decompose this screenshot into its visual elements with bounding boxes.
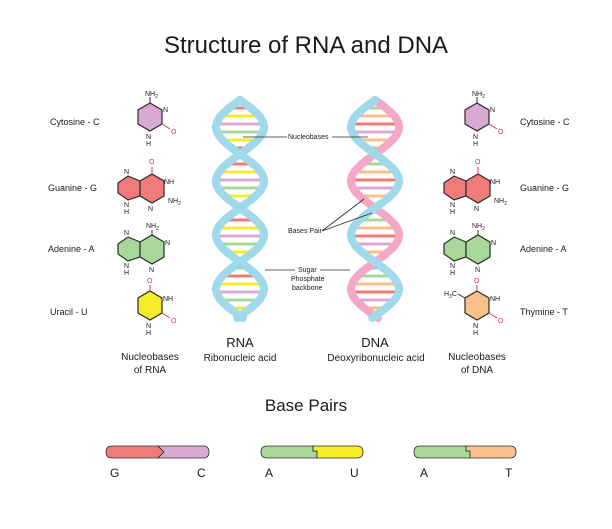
atom-n: N — [124, 169, 129, 176]
rna-nucleobases-caption: Nucleobases of RNA — [115, 351, 185, 377]
atom-nh2: NH2 — [472, 91, 485, 100]
atom-h: H — [473, 141, 478, 148]
atom-n: N — [450, 263, 455, 270]
pair-au-left-letter: A — [265, 466, 274, 480]
atom-o: O — [149, 159, 155, 166]
dna-nucleobases-line1: Nucleobases — [448, 352, 506, 363]
pair-gc-right-letter: C — [197, 466, 206, 480]
atom-n: N — [491, 240, 496, 247]
callout-base-pair: Bases Pair — [288, 228, 323, 235]
base-pair-gc — [105, 445, 210, 459]
guanine-molecule-left: O N NH N N H NH2 — [117, 159, 181, 216]
right-label-adenine: Adenine - A — [520, 244, 567, 254]
callout-nucleobases: Nucleobases — [288, 134, 329, 141]
callout-line-base-pair-2 — [321, 212, 373, 232]
atom-nh: NH — [163, 296, 173, 303]
atom-o: O — [474, 278, 480, 285]
atom-nh2: NH2 — [145, 91, 158, 100]
base-pairs-heading: Base Pairs — [264, 396, 348, 415]
atom-h: H — [124, 209, 129, 216]
left-label-guanine: Guanine - G — [48, 183, 98, 193]
atom-nh: NH — [164, 179, 174, 186]
rna-nucleobases-line2: of RNA — [133, 365, 167, 376]
rna-helix — [212, 96, 268, 322]
atom-n: N — [124, 263, 129, 270]
dna-helix — [347, 96, 403, 322]
atom-nh2: NH2 — [168, 198, 181, 207]
atom-n: N — [148, 206, 153, 213]
dna-nucleobases-caption: Nucleobases of DNA — [442, 351, 512, 377]
atom-n: N — [149, 267, 154, 274]
adenine-molecule-right: NH2 N N N N H — [443, 223, 496, 277]
base-pair-au — [260, 445, 364, 459]
dna-strand-b — [347, 96, 403, 322]
atom-h: H — [124, 270, 129, 277]
thymine-molecule-right: O NH O N H H3C — [444, 278, 504, 337]
atom-h: H — [473, 330, 478, 337]
atom-n: N — [146, 134, 151, 141]
callouts: Nucleobases Bases Pair Sugar Phosphate b… — [243, 134, 373, 292]
atom-nh2: NH2 — [472, 223, 485, 232]
atom-n: N — [146, 323, 151, 330]
rna-full-name: Ribonucleic acid — [203, 353, 277, 364]
atom-n: N — [165, 240, 170, 247]
atom-h: H — [146, 141, 151, 148]
rna-nucleobases-line1: Nucleobases — [121, 352, 179, 363]
atom-n: N — [124, 230, 129, 237]
atom-nh: NH — [490, 296, 500, 303]
atom-o: O — [498, 318, 504, 325]
callout-sugar: Sugar — [298, 267, 317, 274]
guanine-molecule-right: O N NH N N H NH2 — [443, 159, 507, 216]
dna-full-name: Deoxyribonucleic acid — [327, 353, 425, 364]
callout-backbone: backbone — [292, 285, 322, 292]
uracil-molecule-left: O NH O N H — [137, 278, 177, 337]
atom-o: O — [147, 278, 153, 285]
callout-line-base-pair-1 — [321, 198, 365, 232]
atom-n: N — [474, 206, 479, 213]
atom-n: N — [450, 230, 455, 237]
atom-nh2: NH2 — [146, 223, 159, 232]
rna-name: RNA — [226, 335, 254, 350]
atom-o: O — [171, 129, 177, 136]
cytosine-molecule-left: NH2 N O N H — [137, 91, 177, 148]
atom-n: N — [490, 107, 495, 114]
atom-nh2: NH2 — [494, 198, 507, 207]
pair-gc-left-letter: G — [110, 466, 120, 480]
left-label-uracil: Uracil - U — [50, 307, 88, 317]
atom-o: O — [475, 159, 481, 166]
left-label-adenine: Adenine - A — [48, 244, 95, 254]
pair-au-right-letter: U — [350, 466, 359, 480]
left-label-cytosine: Cytosine - C — [50, 117, 100, 127]
atom-n: N — [473, 323, 478, 330]
atom-n: N — [450, 202, 455, 209]
callout-phosphate: Phosphate — [291, 276, 325, 283]
atom-h: H — [450, 270, 455, 277]
atom-n: N — [163, 107, 168, 114]
atom-n: N — [124, 202, 129, 209]
right-label-guanine: Guanine - G — [520, 183, 570, 193]
right-label-thymine: Thymine - T — [520, 307, 568, 317]
dna-name: DNA — [361, 335, 389, 350]
atom-h: H — [450, 209, 455, 216]
atom-o: O — [171, 318, 177, 325]
atom-o: O — [498, 129, 504, 136]
pair-at-right-letter: T — [505, 466, 513, 480]
adenine-molecule-left: NH2 N N N N H — [117, 223, 170, 277]
atom-n: N — [475, 267, 480, 274]
atom-h: H — [146, 330, 151, 337]
atom-h3c: H3C — [444, 291, 457, 300]
rna-strand-b — [212, 96, 268, 322]
page-title: Structure of RNA and DNA — [163, 32, 449, 59]
atom-n: N — [473, 134, 478, 141]
dna-nucleobases-line2: of DNA — [460, 365, 494, 376]
pair-at-left-letter: A — [420, 466, 429, 480]
cytosine-molecule-right: NH2 N O N H — [464, 91, 504, 148]
atom-n: N — [450, 169, 455, 176]
right-label-cytosine: Cytosine - C — [520, 117, 570, 127]
base-pair-at — [413, 445, 517, 459]
atom-nh: NH — [490, 179, 500, 186]
